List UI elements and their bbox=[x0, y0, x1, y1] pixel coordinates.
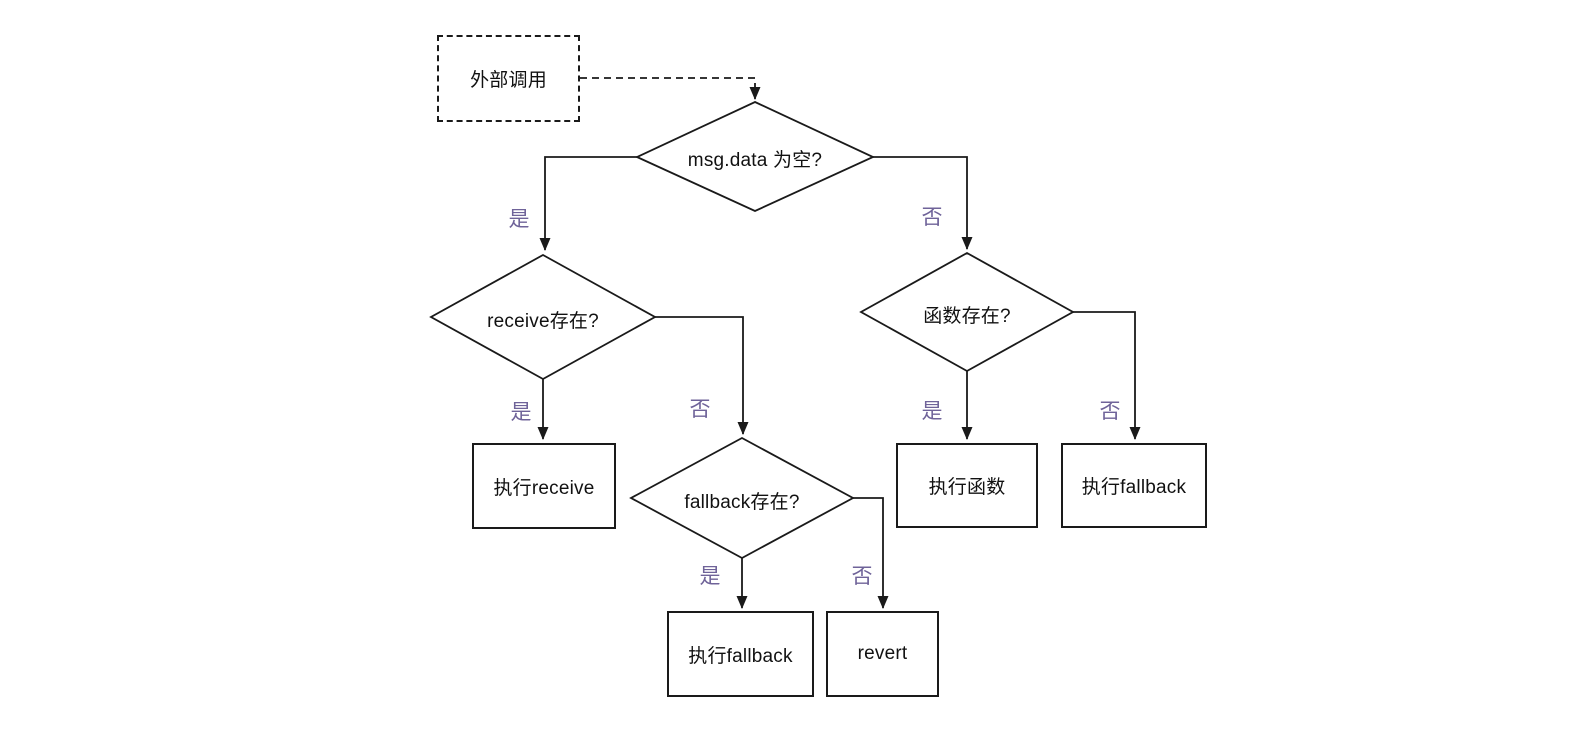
node-exec-receive: 执行receive bbox=[472, 443, 616, 529]
branch-receive-yes: 是 bbox=[510, 401, 532, 424]
node-exec-fallback-right-label: 执行fallback bbox=[1081, 477, 1187, 498]
decision-msgdata-shape bbox=[634, 101, 876, 212]
edge-receive-no bbox=[655, 316, 749, 435]
node-external-call: 外部调用 bbox=[437, 35, 580, 122]
decision-receive-label: receive存在? bbox=[487, 311, 599, 332]
decision-receive-shape bbox=[429, 253, 657, 381]
edge-msgdata-yes bbox=[539, 156, 637, 251]
node-exec-fallback-left: 执行fallback bbox=[667, 611, 814, 697]
node-exec-function: 执行函数 bbox=[896, 443, 1038, 528]
decision-fallback-shape bbox=[629, 436, 855, 560]
decision-function-label: 函数存在? bbox=[923, 306, 1011, 327]
edge-msgdata-no bbox=[873, 156, 973, 250]
node-exec-function-label: 执行函数 bbox=[928, 477, 1006, 498]
node-exec-fallback-right: 执行fallback bbox=[1061, 443, 1207, 528]
decision-function-shape bbox=[859, 251, 1075, 373]
edge-fallback-no bbox=[853, 497, 889, 609]
node-revert-label: revert bbox=[857, 643, 908, 664]
branch-function-yes: 是 bbox=[921, 400, 943, 423]
branch-msgdata-no: 否 bbox=[921, 206, 943, 229]
node-exec-receive-label: 执行receive bbox=[493, 477, 595, 499]
branch-receive-no: 否 bbox=[689, 398, 711, 421]
node-exec-fallback-left-label: 执行fallback bbox=[688, 645, 793, 667]
branch-function-no: 否 bbox=[1099, 400, 1121, 423]
edge-function-no bbox=[1073, 311, 1141, 440]
node-revert: revert bbox=[826, 611, 939, 697]
branch-msgdata-yes: 是 bbox=[508, 208, 530, 231]
node-external-call-label: 外部调用 bbox=[470, 70, 547, 91]
edge-start-to-msgdata bbox=[580, 77, 761, 100]
decision-msgdata-label: msg.data 为空? bbox=[687, 150, 823, 171]
branch-fallback-yes: 是 bbox=[699, 565, 721, 588]
decision-fallback-label: fallback存在? bbox=[684, 492, 800, 513]
branch-fallback-no: 否 bbox=[851, 565, 873, 588]
